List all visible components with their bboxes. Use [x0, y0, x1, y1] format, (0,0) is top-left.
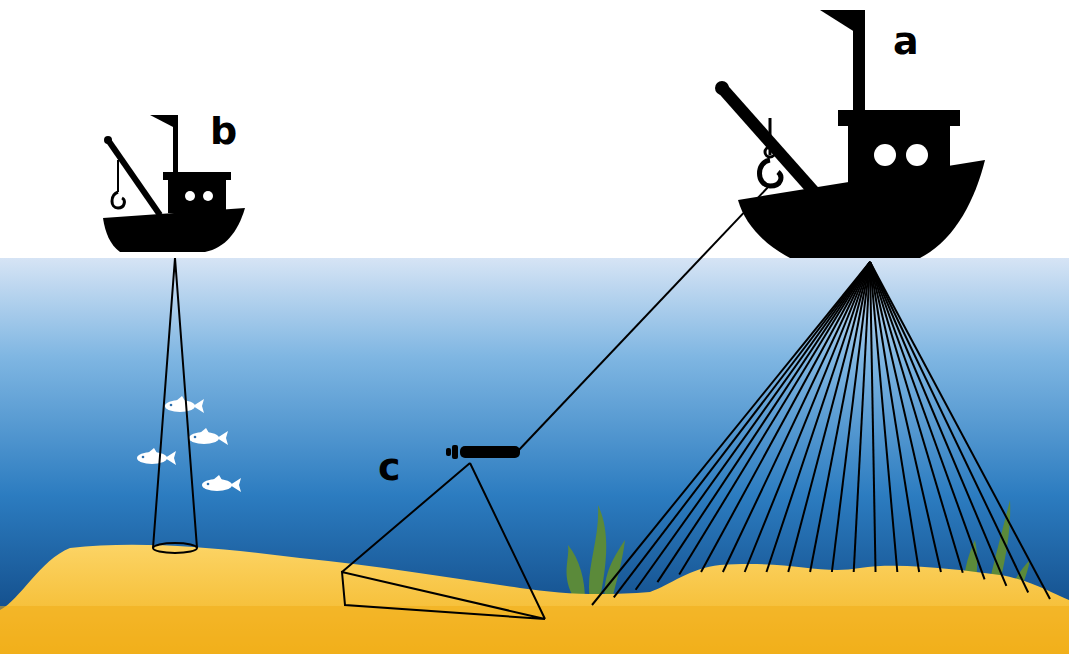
single-beam — [153, 258, 197, 553]
boat-a — [715, 10, 985, 258]
seabed-layer — [0, 606, 1069, 654]
callout-letter: c — [378, 448, 401, 486]
callout-letter: b — [210, 112, 237, 150]
towfish — [446, 445, 520, 459]
multibeam-fan — [592, 262, 1050, 605]
callout-letter: a — [893, 22, 919, 60]
side-scan-beam — [342, 185, 770, 619]
water — [0, 258, 1069, 654]
